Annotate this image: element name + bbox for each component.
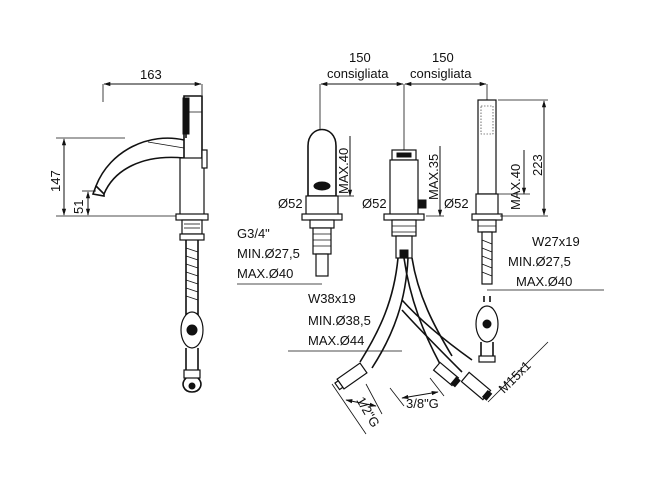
dim-150-left: 150 [349,50,371,65]
label-max44: MAX.Ø44 [308,333,364,348]
label-w27: W27x19 [532,234,580,249]
spout-front-view: MAX.40 Ø52 G3/4" MIN.Ø27,5 MAX.Ø40 [237,128,354,285]
label-w38: W38x19 [308,291,356,306]
consigliata-left: consigliata [327,66,389,81]
dim-max40-shower: MAX.40 [508,164,523,210]
dim-max40-spout: MAX.40 [336,148,351,194]
central-mixer: MAX.35 Ø52 W38x19 MIN.Ø38,5 MAX.Ø44 1/ [288,146,549,435]
label-min275-spout: MIN.Ø27,5 [237,246,300,261]
dim-d52-mixer: Ø52 [362,196,387,211]
dim-150-right: 150 [432,50,454,65]
label-max40-shower: MAX.Ø40 [516,274,572,289]
label-min275-shower: MIN.Ø27,5 [508,254,571,269]
label-g38: 3/8"G [406,396,439,411]
dim-223: 223 [530,154,545,176]
label-m15: M15x1 [496,358,534,396]
label-min385: MIN.Ø38,5 [308,313,371,328]
label-g12: 1/2"G [353,394,382,430]
spout-side-view: 163 147 51 [48,67,209,393]
top-spacing-dims: 150 consigliata 150 consigliata [319,50,488,150]
label-g34: G3/4" [237,226,270,241]
dim-d52-spout: Ø52 [278,196,303,211]
dim-max35: MAX.35 [426,154,441,200]
dim-147: 147 [48,170,63,192]
label-max40-spout: MAX.Ø40 [237,266,293,281]
dim-51: 51 [71,200,86,214]
consigliata-right: consigliata [410,66,472,81]
dim-163: 163 [140,67,162,82]
dim-d52-shower: Ø52 [444,196,469,211]
hand-shower: MAX.40 223 Ø52 W27x19 MIN.Ø27,5 MAX.Ø40 [444,99,604,363]
